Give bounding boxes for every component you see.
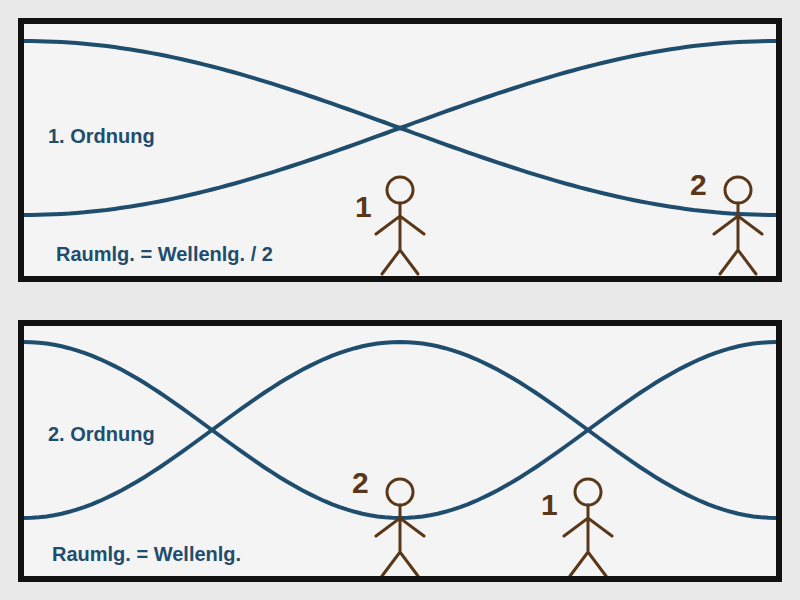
person-number: 1 — [541, 490, 558, 520]
person-number: 2 — [690, 170, 707, 200]
stick-figure — [376, 479, 424, 576]
wave-curve — [24, 342, 776, 518]
length-formula: Raumlg. = Wellenlg. — [52, 542, 241, 566]
panel-ground — [18, 320, 782, 582]
person-number: 2 — [352, 468, 369, 498]
wave-curve — [24, 342, 776, 518]
stick-figures — [376, 177, 762, 576]
stick-figure — [714, 177, 762, 274]
stick-figure — [376, 177, 424, 274]
wave-curve — [24, 41, 776, 215]
order-heading: 2. Ordnung — [48, 422, 155, 446]
wave-panel: 1. OrdnungRaumlg. = Wellenlg. / 2 — [18, 18, 782, 282]
person-number: 1 — [355, 192, 372, 222]
panel-ground — [18, 18, 782, 282]
wave-curve — [24, 41, 776, 215]
stick-figure — [564, 479, 612, 576]
order-heading: 1. Ordnung — [48, 124, 155, 148]
wave-panel: 2. OrdnungRaumlg. = Wellenlg. — [18, 320, 782, 582]
length-formula: Raumlg. = Wellenlg. / 2 — [56, 242, 273, 266]
